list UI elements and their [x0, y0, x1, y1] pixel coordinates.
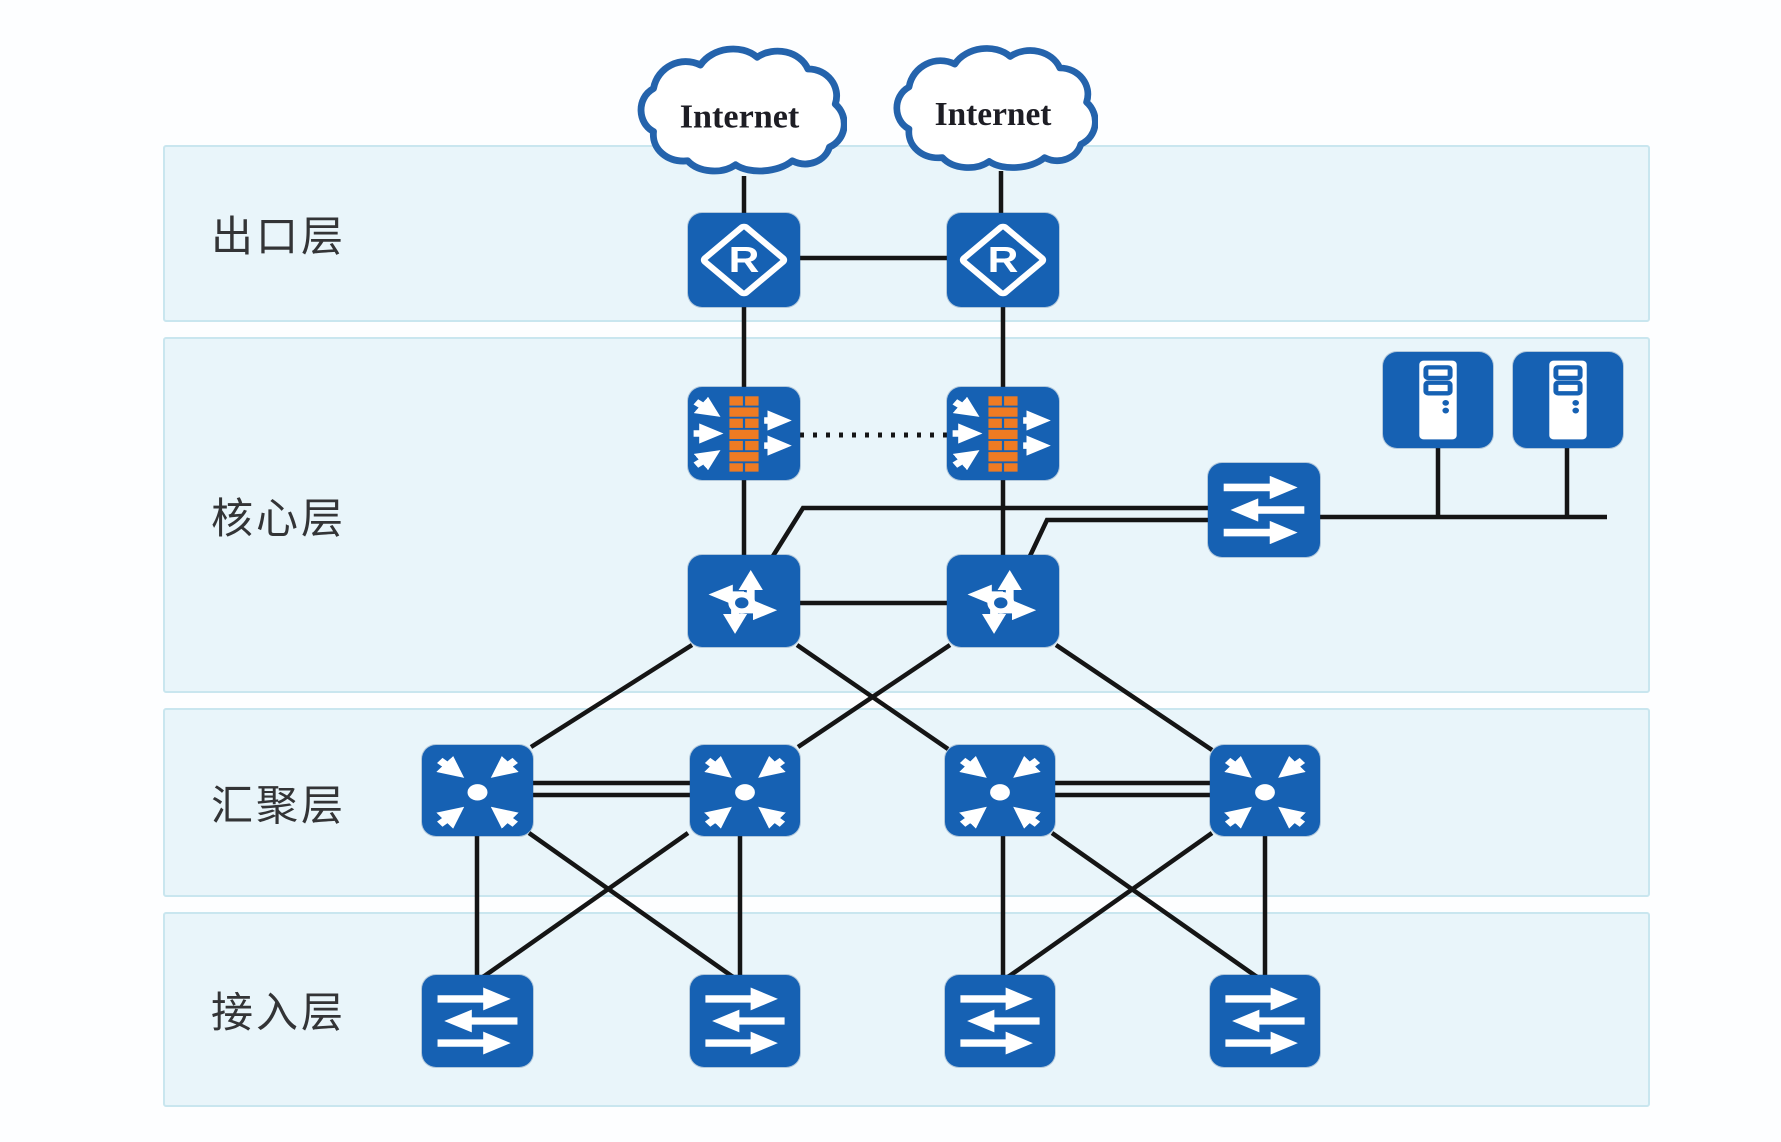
core-switch-1 [688, 555, 800, 647]
server-2 [1513, 352, 1623, 448]
egress-layer-label: 出口层 [211, 213, 347, 260]
firewall-icon [947, 387, 1059, 480]
access-layer-label: 接入层 [211, 989, 347, 1036]
access-switch-3 [945, 975, 1055, 1067]
aggregation-switch-icon [422, 745, 533, 836]
svg-text:R: R [988, 240, 1019, 280]
aggregation-switch-1 [422, 745, 533, 836]
router-icon: R [947, 213, 1059, 307]
server-farm-switch [1208, 463, 1320, 557]
aggregation-layer-label: 汇聚层 [211, 782, 347, 829]
lan-switch-icon [1210, 975, 1320, 1067]
access-switch-1 [422, 975, 533, 1067]
aggregation-switch-2 [690, 745, 800, 836]
access-switch-2 [690, 975, 800, 1067]
server-icon [1383, 352, 1493, 448]
internet-label-1: Internet [680, 99, 800, 136]
core-layer-label: 核心层 [211, 494, 347, 542]
egress-router-1: R [688, 213, 800, 307]
band-access-layer: 接入层 [163, 912, 1650, 1107]
firewall-icon [688, 387, 800, 480]
internet-cloud-2: Internet [888, 40, 1098, 176]
svg-text:R: R [729, 240, 760, 280]
l3-switch-icon [688, 555, 800, 647]
firewall-1 [688, 387, 800, 480]
lan-switch-icon [422, 975, 533, 1067]
aggregation-switch-icon [945, 745, 1055, 836]
band-aggregation-layer: 汇聚层 [163, 708, 1650, 897]
lan-switch-icon [945, 975, 1055, 1067]
aggregation-switch-3 [945, 745, 1055, 836]
internet-label-2: Internet [935, 96, 1052, 133]
core-switch-2 [947, 555, 1059, 647]
access-switch-4 [1210, 975, 1320, 1067]
aggregation-switch-icon [1210, 745, 1320, 836]
aggregation-switch-4 [1210, 745, 1320, 836]
lan-switch-icon [690, 975, 800, 1067]
firewall-2 [947, 387, 1059, 480]
router-icon: R [688, 213, 800, 307]
internet-cloud-1: Internet [632, 40, 847, 180]
server-1 [1383, 352, 1493, 448]
egress-router-2: R [947, 213, 1059, 307]
aggregation-switch-icon [690, 745, 800, 836]
band-egress-layer: 出口层 [163, 145, 1650, 322]
server-icon [1513, 352, 1623, 448]
lan-switch-icon [1208, 463, 1320, 557]
l3-switch-icon [947, 555, 1059, 647]
